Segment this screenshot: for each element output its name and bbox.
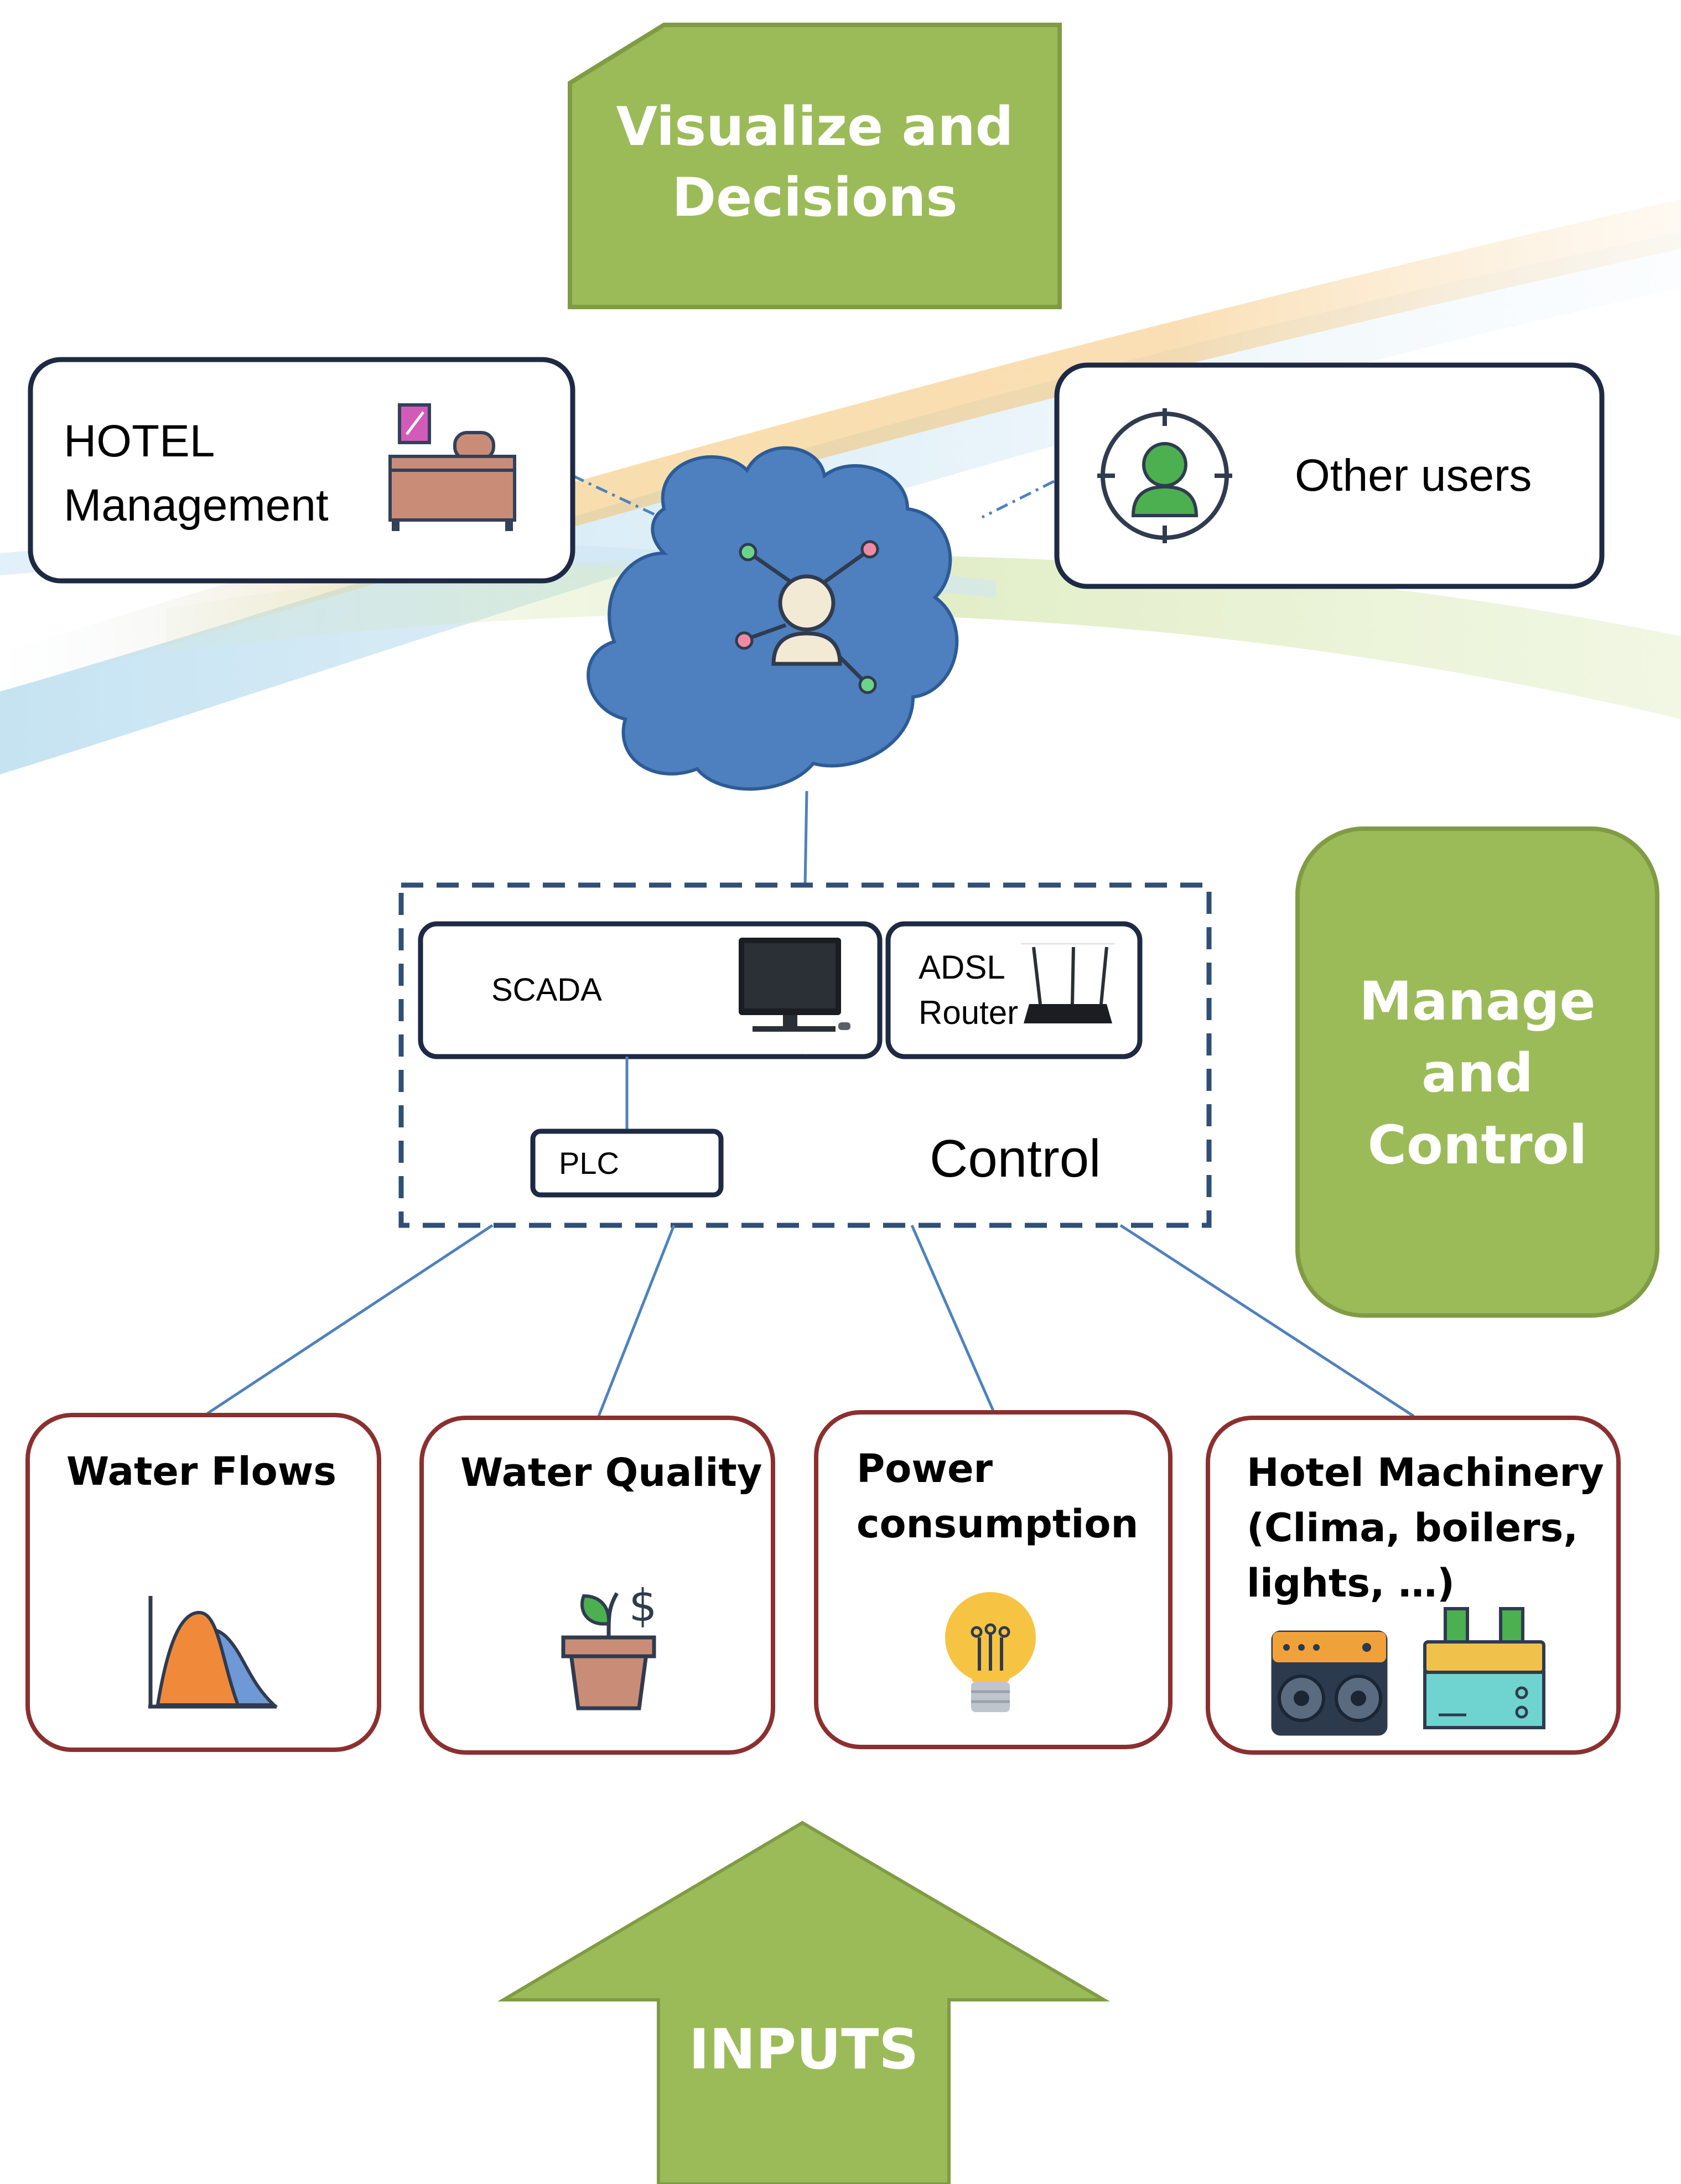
- visualize-decisions-label: Visualize and Decisions: [616, 96, 1014, 228]
- connector-cloud-control: [803, 791, 808, 886]
- water-flows-label: Water Flows: [66, 1449, 337, 1494]
- cloud-shape: [587, 446, 959, 791]
- connector-water-flows: [206, 1224, 494, 1415]
- water-quality-label: Water Quality: [460, 1450, 762, 1495]
- other-users-label: Other users: [1295, 450, 1532, 501]
- inputs-arrow: [497, 1821, 1111, 2184]
- machinery-icon: [1271, 1607, 1545, 1736]
- control-group: [398, 882, 1212, 1228]
- water-flows-box: [25, 1413, 381, 1752]
- connector-power: [910, 1224, 995, 1412]
- visualize-decisions-box: [568, 23, 1062, 309]
- router-label: ADSL Router: [919, 949, 1019, 1031]
- plc-label: PLC: [559, 1146, 619, 1181]
- hotel-management-box: [28, 357, 575, 584]
- router-icon: [1021, 943, 1115, 1023]
- svg-text:$: $: [629, 1580, 657, 1631]
- network-user-icon: [735, 540, 879, 694]
- user-target-icon: [1097, 408, 1232, 543]
- hotel-management-label: HOTEL Management: [64, 416, 329, 531]
- connector-machinery: [1119, 1224, 1415, 1418]
- monitor-icon: [739, 938, 850, 1055]
- desk-icon: [388, 403, 516, 531]
- water-quality-box: [419, 1416, 775, 1755]
- plc-box: [530, 1129, 724, 1198]
- power-consumption-box: [814, 1410, 1172, 1749]
- light-bulb-icon: [945, 1592, 1036, 1712]
- manage-control-box: [1295, 826, 1659, 1318]
- plant-pot-dollar-icon: $: [561, 1580, 657, 1710]
- manage-control-label: Manage and Control: [1359, 970, 1596, 1176]
- power-consumption-label: Power consumption: [857, 1446, 1139, 1547]
- control-label: Control: [930, 1129, 1101, 1188]
- scada-label: SCADA: [491, 972, 602, 1008]
- inputs-label: INPUTS: [688, 2017, 919, 2082]
- connector-water-quality: [597, 1225, 676, 1417]
- hotel-machinery-label: Hotel Machinery (Clima, boilers, lights,…: [1247, 1450, 1604, 1606]
- connector-users: [981, 480, 1055, 519]
- distribution-chart-icon: [148, 1596, 278, 1709]
